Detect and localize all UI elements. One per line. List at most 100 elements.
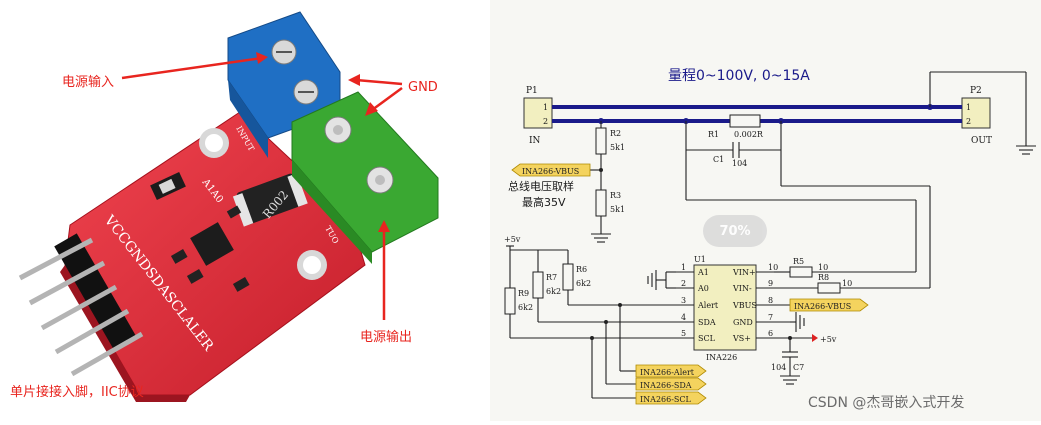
svg-text:1: 1 bbox=[966, 103, 971, 112]
u1-pin-9: 9 VIN- bbox=[732, 279, 774, 293]
svg-text:8: 8 bbox=[768, 296, 773, 305]
svg-text:INA266-SCL: INA266-SCL bbox=[640, 395, 692, 404]
svg-text:6k2: 6k2 bbox=[518, 303, 533, 312]
u1-pin-3: 3 Alert bbox=[676, 296, 719, 310]
svg-text:R8: R8 bbox=[818, 273, 829, 282]
module-photo-svg: R002 VCCGNDSDASCLALER A1A0 INPUT TUO bbox=[10, 11, 439, 402]
svg-text:INA266-Alert: INA266-Alert bbox=[640, 368, 695, 377]
svg-text:R3: R3 bbox=[610, 191, 621, 200]
resistor-r5: R5 10 bbox=[774, 257, 916, 278]
svg-text:VIN-: VIN- bbox=[732, 284, 752, 293]
svg-text:GND: GND bbox=[733, 318, 753, 327]
svg-text:Alert: Alert bbox=[697, 301, 719, 310]
label-header: 单片接接入脚，IIC协议 bbox=[10, 384, 144, 400]
svg-text:U1: U1 bbox=[694, 255, 706, 264]
svg-text:SCL: SCL bbox=[698, 334, 716, 343]
svg-text:A0: A0 bbox=[697, 284, 709, 293]
svg-text:R6: R6 bbox=[576, 265, 587, 274]
watermark: CSDN @杰哥嵌入式开发 bbox=[808, 395, 965, 411]
svg-text:104: 104 bbox=[771, 363, 786, 372]
u1-pin-8: 8 VBUS bbox=[732, 296, 790, 310]
u1-pin-2: 2 A0 bbox=[676, 279, 709, 293]
smd-part bbox=[186, 269, 204, 284]
pin-header bbox=[18, 233, 144, 377]
svg-text:OUT: OUT bbox=[971, 136, 992, 146]
svg-text:R1: R1 bbox=[708, 130, 719, 139]
svg-text:2: 2 bbox=[966, 117, 971, 126]
net-tag-vbus-left: INA266-VBUS bbox=[511, 163, 591, 177]
svg-text:9: 9 bbox=[768, 279, 773, 288]
svg-text:1: 1 bbox=[681, 263, 686, 272]
ground-symbol-p2 bbox=[929, 71, 1036, 155]
svg-text:6: 6 bbox=[768, 329, 773, 338]
svg-text:INA226: INA226 bbox=[706, 353, 737, 362]
divider-note-1: 总线电压取样 bbox=[508, 179, 574, 193]
svg-text:5k1: 5k1 bbox=[610, 143, 625, 152]
vcc-right: +5v bbox=[812, 334, 837, 344]
mounting-hole-bottom bbox=[297, 250, 327, 280]
ic-chip bbox=[190, 222, 234, 266]
svg-text:5k1: 5k1 bbox=[610, 205, 625, 214]
callout-arrow-gnd bbox=[348, 74, 403, 116]
svg-text:R7: R7 bbox=[546, 273, 557, 282]
svg-text:7: 7 bbox=[768, 313, 773, 322]
input-terminal: INPUT bbox=[227, 11, 341, 158]
label-power-out: 电源输出 bbox=[360, 329, 412, 345]
schematic: 量程0~100V, 0~15A P1 1 2 IN P2 1 2 OUT R1 … bbox=[490, 0, 1041, 421]
svg-text:IN: IN bbox=[529, 136, 541, 146]
module-photo: R002 VCCGNDSDASCLALER A1A0 INPUT TUO bbox=[0, 0, 490, 421]
svg-text:C7: C7 bbox=[793, 363, 804, 372]
svg-text:10: 10 bbox=[768, 263, 778, 272]
svg-text:VBUS: VBUS bbox=[732, 301, 757, 310]
label-gnd: GND bbox=[408, 80, 438, 95]
svg-text:SDA: SDA bbox=[698, 318, 716, 327]
ground-symbol-divider bbox=[591, 216, 611, 243]
u1-pin-1: 1 A1 bbox=[676, 263, 709, 277]
net-tag-scl: INA266-SCL bbox=[635, 391, 707, 405]
callout-arrow-power-out bbox=[378, 220, 390, 320]
connector-p1: P1 1 2 IN bbox=[523, 86, 553, 146]
connector-p2: P2 1 2 OUT bbox=[961, 86, 992, 146]
u1-pin-6: 6 VS+ bbox=[732, 329, 812, 343]
svg-text:5: 5 bbox=[681, 329, 686, 338]
svg-text:+5v: +5v bbox=[504, 235, 521, 244]
pcb-edge bbox=[60, 265, 190, 402]
svg-text:C1: C1 bbox=[713, 155, 724, 164]
capacitor-c7: 104 C7 bbox=[771, 338, 804, 385]
svg-text:10: 10 bbox=[842, 279, 852, 288]
schematic-svg: 量程0~100V, 0~15A P1 1 2 IN P2 1 2 OUT R1 … bbox=[504, 68, 1036, 405]
callout-arrow-power-in bbox=[121, 52, 268, 80]
ic-u1: U1 INA226 1 A1 2 A0 3 Alert 4 SDA 5 SCL bbox=[676, 255, 812, 362]
svg-text:1: 1 bbox=[543, 103, 548, 112]
vcc-left: +5v bbox=[504, 235, 568, 251]
smd-part bbox=[226, 205, 242, 219]
resistor-r6: R6 6k2 bbox=[562, 250, 676, 306]
net-tag-vbus-right: INA266-VBUS bbox=[789, 298, 869, 312]
mounting-hole-top bbox=[199, 128, 229, 158]
u1-pin-10: 10 VIN+ bbox=[732, 263, 778, 277]
svg-text:4: 4 bbox=[681, 313, 686, 322]
resistor-r2: R2 5k1 bbox=[595, 121, 625, 155]
svg-text:+5v: +5v bbox=[820, 335, 837, 344]
smd-part bbox=[232, 277, 250, 292]
zoom-level-badge: 70% bbox=[703, 215, 767, 247]
svg-text:INA266-VBUS: INA266-VBUS bbox=[794, 302, 851, 311]
net-tag-sda: INA266-SDA bbox=[635, 377, 707, 391]
label-power-in: 电源输入 bbox=[62, 74, 114, 90]
ground-symbol-u1 bbox=[790, 312, 805, 332]
svg-text:104: 104 bbox=[732, 159, 747, 168]
svg-text:3: 3 bbox=[681, 296, 686, 305]
divider-note-2: 最高35V bbox=[522, 195, 566, 209]
svg-text:2: 2 bbox=[543, 117, 548, 126]
svg-text:6k2: 6k2 bbox=[576, 279, 591, 288]
svg-text:R9: R9 bbox=[518, 289, 529, 298]
resistor-r8: R8 10 bbox=[774, 273, 930, 294]
svg-text:R2: R2 bbox=[610, 129, 621, 138]
svg-text:2: 2 bbox=[681, 279, 686, 288]
resistor-r1: R1 0.002R bbox=[708, 114, 764, 139]
ground-symbol-addr bbox=[647, 270, 676, 290]
svg-text:P2: P2 bbox=[970, 86, 982, 96]
capacitor-c1: C1 104 bbox=[685, 121, 782, 168]
svg-text:10: 10 bbox=[818, 263, 828, 272]
svg-text:VIN+: VIN+ bbox=[732, 268, 756, 277]
